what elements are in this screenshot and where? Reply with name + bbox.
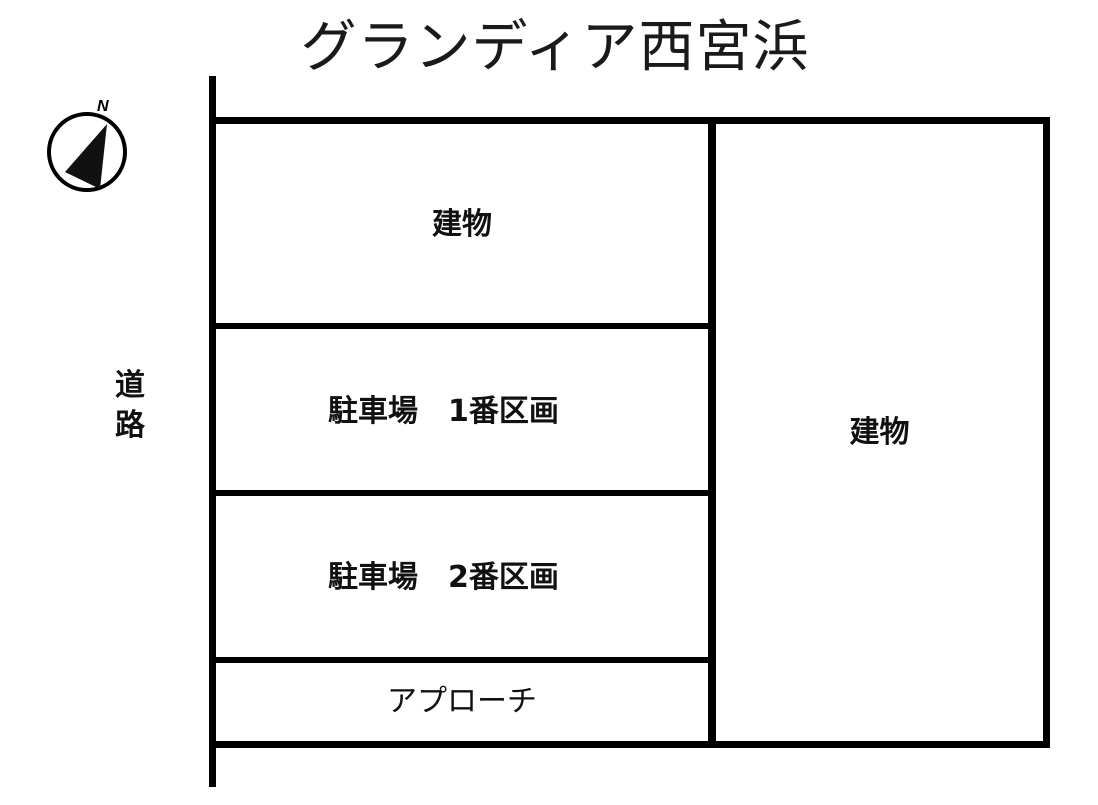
road-boundary-line [209, 76, 216, 787]
road-char-2: 路 [115, 408, 145, 443]
area-approach: アプローチ [387, 684, 537, 719]
road-char-1: 道 [115, 368, 145, 403]
divider-building-parking1 [209, 323, 714, 329]
middle-divider-line [708, 117, 716, 748]
right-boundary-line [1043, 117, 1050, 748]
page-title: グランディア西宮浜 [300, 15, 810, 80]
bottom-boundary-line [209, 741, 1050, 748]
divider-parking2-approach [209, 657, 714, 663]
divider-parking1-parking2 [209, 490, 714, 496]
area-building-top: 建物 [432, 207, 492, 242]
road-label: 道 路 [100, 366, 160, 446]
area-building-right: 建物 [849, 415, 910, 450]
north-label: N [97, 98, 109, 115]
compass: N [40, 95, 140, 195]
north-arrow-icon: N [47, 98, 127, 192]
area-parking-1: 駐車場 1番区画 [328, 394, 559, 429]
area-parking-2: 駐車場 2番区画 [328, 560, 559, 595]
top-boundary-line [209, 117, 1050, 124]
